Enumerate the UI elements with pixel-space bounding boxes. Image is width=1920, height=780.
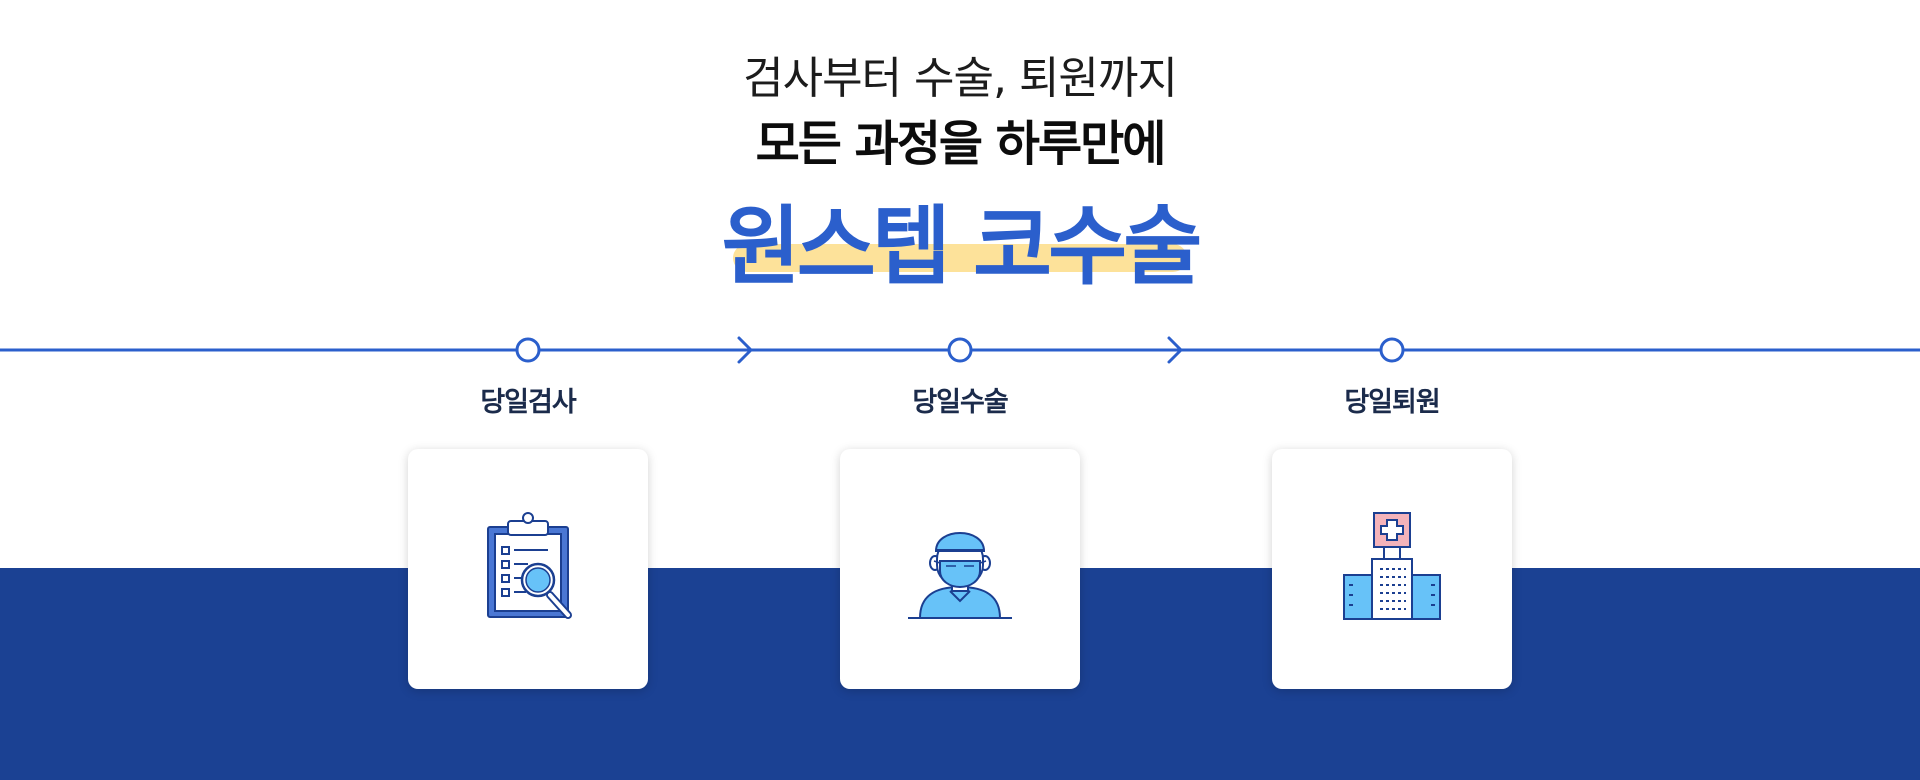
- timeline-node-1: [515, 337, 541, 363]
- step-card-exam: [408, 449, 648, 689]
- step-card-discharge: [1272, 449, 1512, 689]
- timeline: [0, 336, 1920, 364]
- step-card-surgery: [840, 449, 1080, 689]
- timeline-node-3: [1379, 337, 1405, 363]
- headline-line-1: 검사부터 수술, 퇴원까지: [743, 53, 1178, 104]
- chevron-right-icon: [737, 336, 753, 364]
- step-label-discharge: 당일퇴원: [1344, 387, 1440, 418]
- step-label-surgery: 당일수술: [912, 387, 1008, 418]
- step-label-exam: 당일검사: [480, 387, 576, 418]
- main-title: 원스텝 코수술: [721, 197, 1203, 297]
- timeline-node-2: [947, 337, 973, 363]
- hospital-building-icon: [1343, 512, 1441, 620]
- surgeon-icon: [908, 532, 1012, 619]
- title-highlight-bar: [733, 244, 1187, 272]
- chevron-right-icon: [1167, 336, 1183, 364]
- clipboard-magnifier-icon: [487, 512, 572, 619]
- headline-line-2: 모든 과정을 하루만에: [755, 116, 1167, 172]
